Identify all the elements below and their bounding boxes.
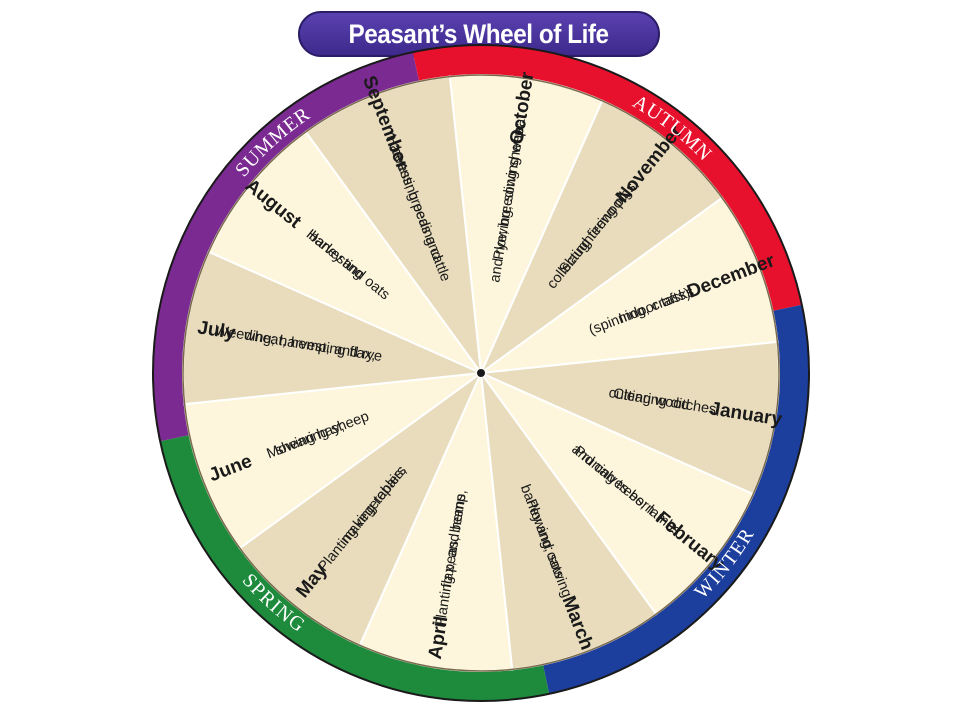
- wedge-rim: [182, 74, 780, 672]
- season-ring: [152, 44, 810, 702]
- diagram-title: Peasant’s Wheel of Life: [348, 18, 610, 49]
- season-arc-summer: [153, 52, 420, 442]
- wheel-hub: [477, 369, 485, 377]
- wheel-outline: [152, 44, 810, 702]
- season-arc-winter: [542, 304, 809, 694]
- season-arc-spring: [160, 434, 550, 701]
- season-arc-autumn: [412, 45, 802, 312]
- month-wedges: [182, 74, 780, 672]
